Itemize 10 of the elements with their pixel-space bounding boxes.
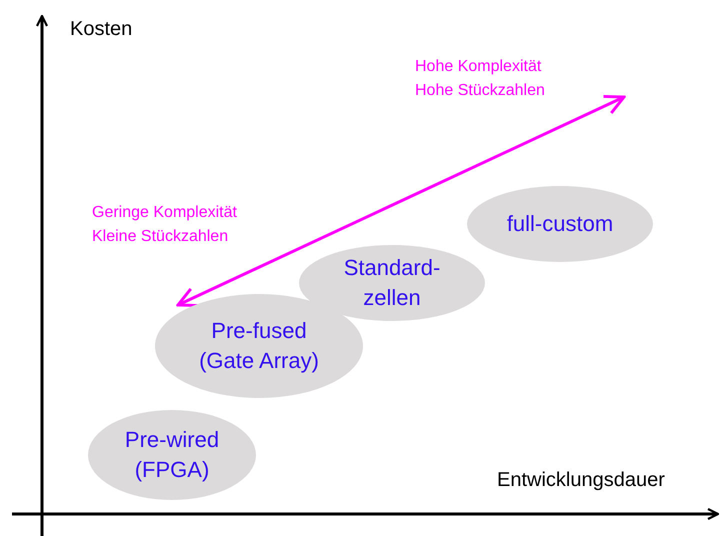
annotation-text: Kleine Stückzahlen <box>92 228 228 246</box>
annotation-text: Geringe Komplexität <box>92 204 237 222</box>
axis-title: Entwicklungsdauer <box>497 469 665 492</box>
node-label: Pre-fused (Gate Array) <box>198 317 320 375</box>
node-label: Standard- zellen <box>342 254 442 312</box>
axis-title: Kosten <box>70 18 132 41</box>
annotation-text: Hohe Komplexität <box>415 58 542 76</box>
annotation-text: Hohe Stückzahlen <box>415 82 545 100</box>
node-label: full-custom <box>506 210 614 238</box>
node-label: Pre-wired (FPGA) <box>124 426 220 484</box>
